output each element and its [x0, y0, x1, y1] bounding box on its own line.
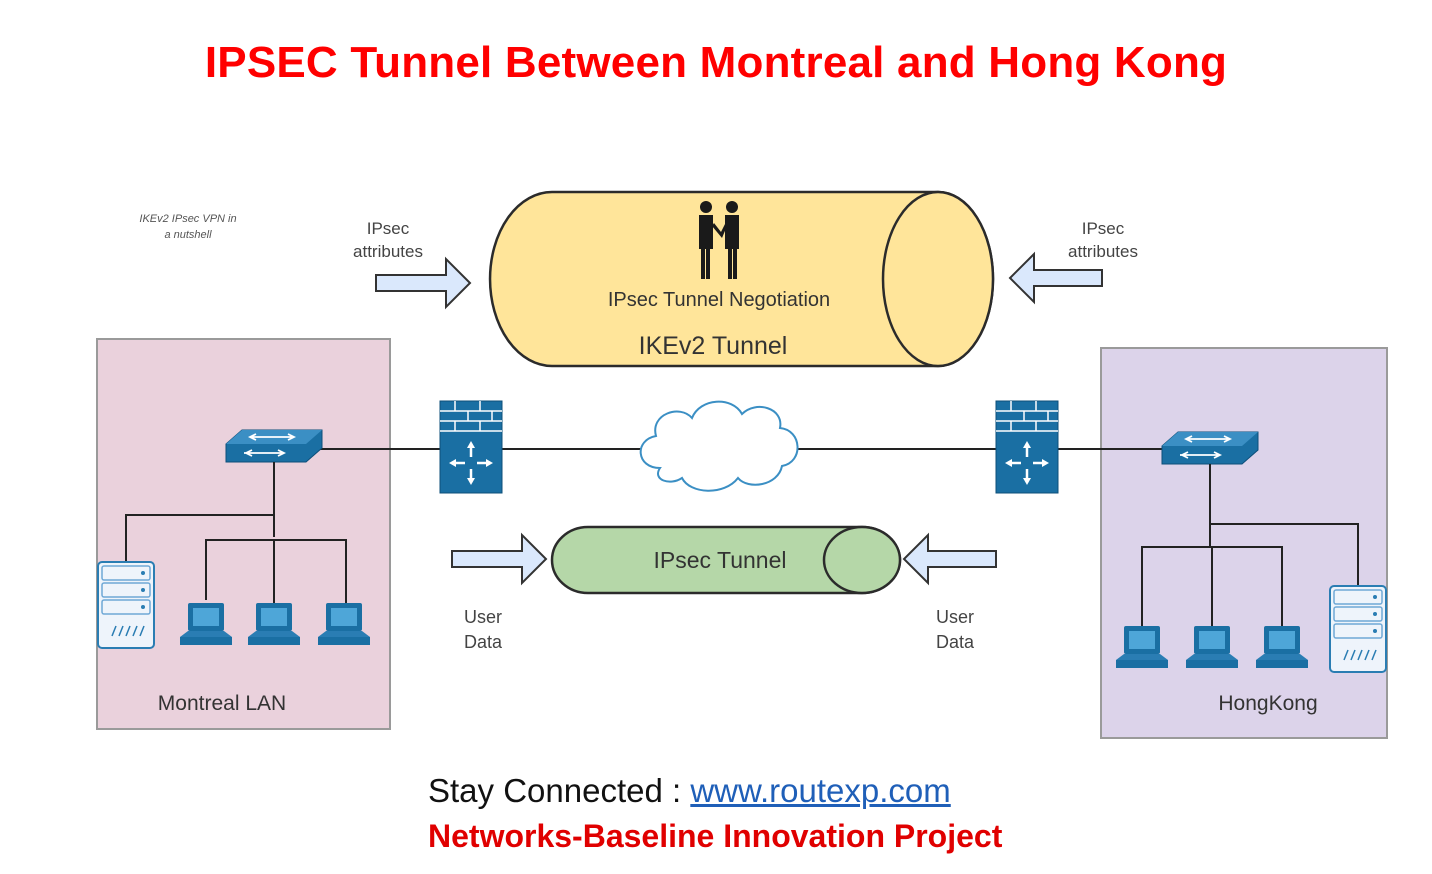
left-user-data-arrow: [451, 532, 548, 586]
montreal-lan-label: Montreal LAN: [158, 692, 286, 715]
ipsec-tunnel-label: IPsec Tunnel: [654, 547, 787, 573]
left-switch-icon: [225, 429, 323, 463]
internet-cloud-icon: [639, 400, 799, 492]
website-link[interactable]: www.routexp.com: [690, 772, 951, 809]
page-title: IPSEC Tunnel Between Montreal and Hong K…: [204, 38, 1228, 87]
right-attributes-line-1: IPsec: [1082, 219, 1125, 238]
ikev2-tunnel-label: IKEv2 Tunnel: [639, 332, 788, 360]
ipsec-tunnel: [550, 525, 902, 595]
right-user-data-arrow: [902, 532, 997, 586]
negotiation-label: IPsec Tunnel Negotiation: [608, 289, 830, 311]
hongkong-lan-cabling: [1141, 464, 1359, 628]
hongkong-lan-box: [1100, 347, 1388, 739]
project-name: Networks-Baseline Innovation Project: [428, 818, 1003, 854]
stay-connected-line: Stay Connected : www.routexp.com: [428, 772, 951, 810]
left-attributes-arrow: [375, 256, 472, 310]
montreal-server-icon: [97, 561, 155, 649]
handshake-icon: [699, 201, 739, 279]
right-user-data-line-2: Data: [936, 632, 975, 652]
nutshell-note-line-2: a nutshell: [164, 229, 212, 241]
montreal-lan-box: [96, 338, 391, 730]
stay-connected-text: Stay Connected :: [428, 772, 691, 809]
right-user-data-line-1: User: [936, 607, 974, 627]
montreal-lan-cabling: [125, 462, 347, 605]
left-user-data-line-2: Data: [464, 632, 503, 652]
left-attributes-line-1: IPsec: [367, 219, 410, 238]
right-attributes-arrow: [1008, 251, 1103, 305]
right-attributes-line-2: attributes: [1068, 242, 1138, 261]
nutshell-note-line-1: IKEv2 IPsec VPN in: [139, 213, 236, 225]
right-firewall-icon: [994, 399, 1060, 495]
right-switch-icon: [1161, 431, 1259, 465]
ikev2-tunnel: [488, 190, 995, 368]
hongkong-label: HongKong: [1218, 692, 1317, 715]
left-user-data-line-1: User: [464, 607, 502, 627]
left-attributes-line-2: attributes: [353, 242, 423, 261]
left-firewall-icon: [438, 399, 504, 495]
hongkong-server-icon: [1329, 585, 1387, 673]
